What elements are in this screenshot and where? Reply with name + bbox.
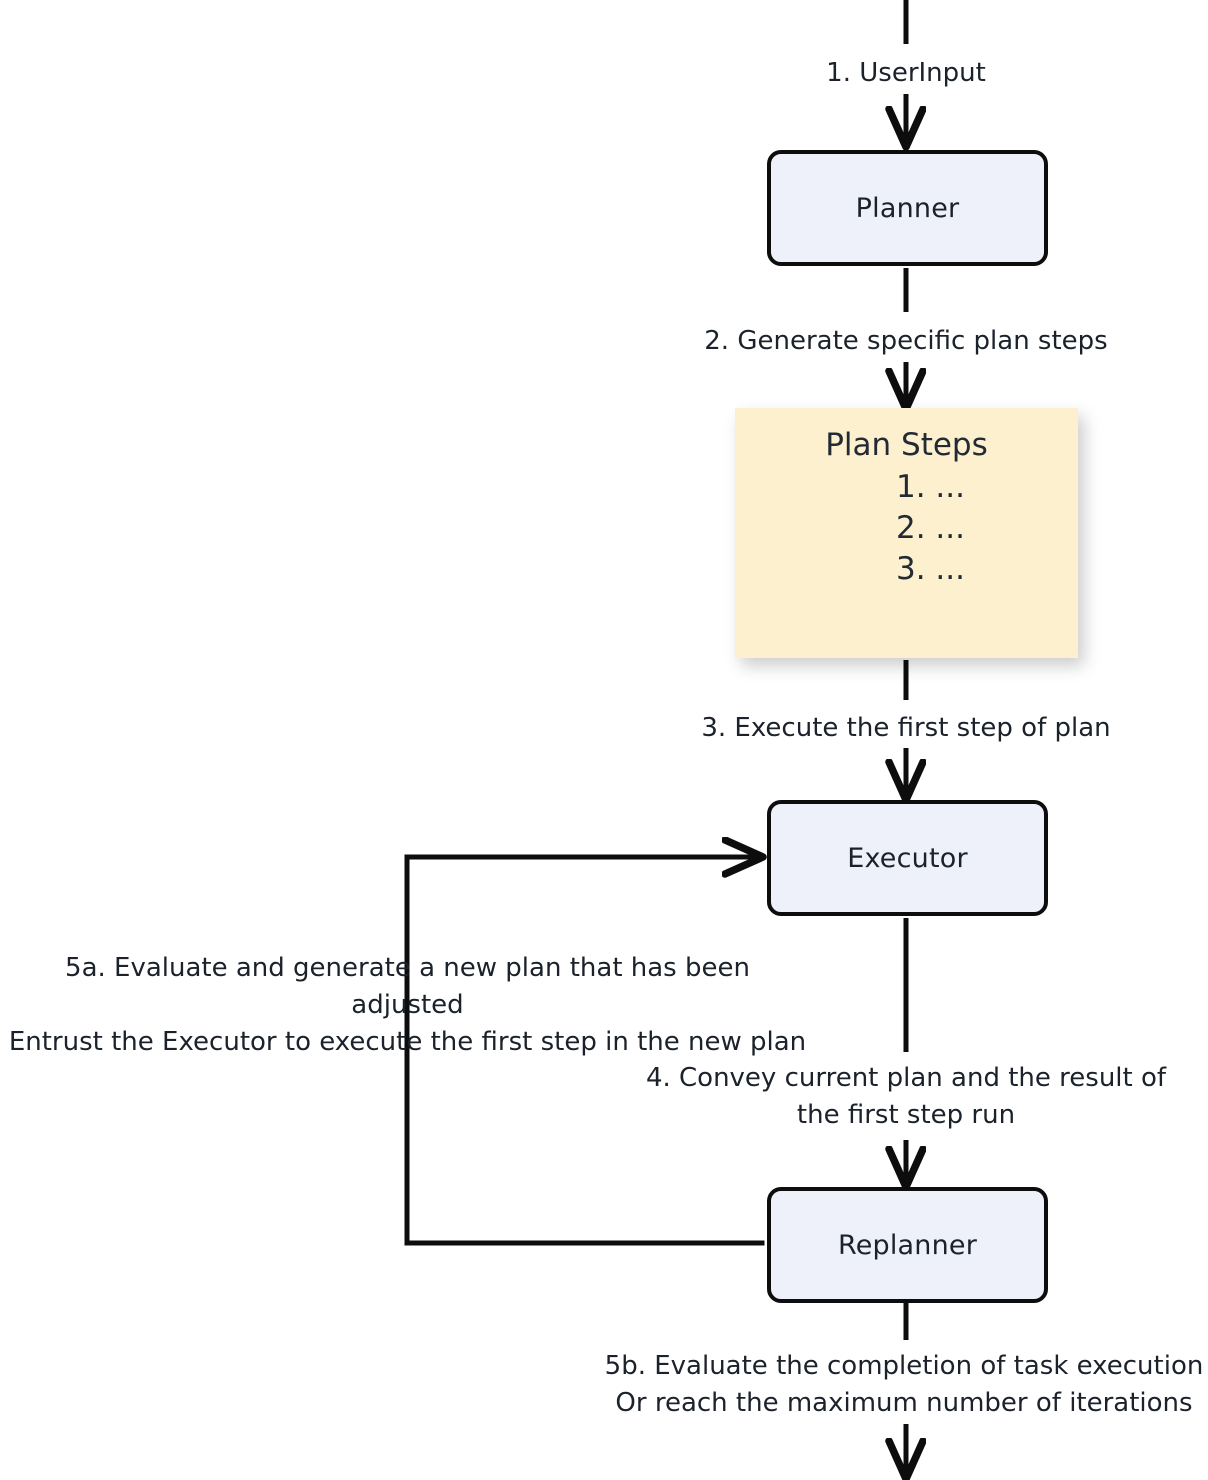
node-planner[interactable]: Planner <box>767 150 1048 266</box>
edge-label-5b-completion-check: 5b. Evaluate the completion of task exec… <box>604 1351 1204 1418</box>
edge-label-1-userinput: 1. UserInput <box>826 58 986 88</box>
node-replanner-label: Replanner <box>837 1229 978 1261</box>
edge-label-5a-replan-loop: 5a. Evaluate and generate a new plan tha… <box>8 953 807 1057</box>
node-executor-label: Executor <box>847 842 968 874</box>
node-plan-steps-item-2: 2. ... <box>896 509 965 546</box>
edge-label-3-execute-first-step: 3. Execute the first step of plan <box>701 713 1111 743</box>
node-plan-steps-item-1: 1. ... <box>896 468 965 505</box>
node-planner-label: Planner <box>855 192 960 224</box>
node-executor[interactable]: Executor <box>767 800 1048 916</box>
edge-label-2-generate-plan: 2. Generate specific plan steps <box>704 326 1108 356</box>
node-plan-steps-title: Plan Steps <box>825 427 988 463</box>
node-plan-steps[interactable]: Plan Steps 1. ... 2. ... 3. ... <box>735 408 1078 658</box>
edge-label-4-convey-plan-result: 4. Convey current plan and the result of… <box>645 1063 1167 1130</box>
edge-replanner-to-executor-loop <box>404 857 762 1246</box>
node-replanner[interactable]: Replanner <box>767 1187 1048 1303</box>
node-plan-steps-item-3: 3. ... <box>896 550 965 587</box>
